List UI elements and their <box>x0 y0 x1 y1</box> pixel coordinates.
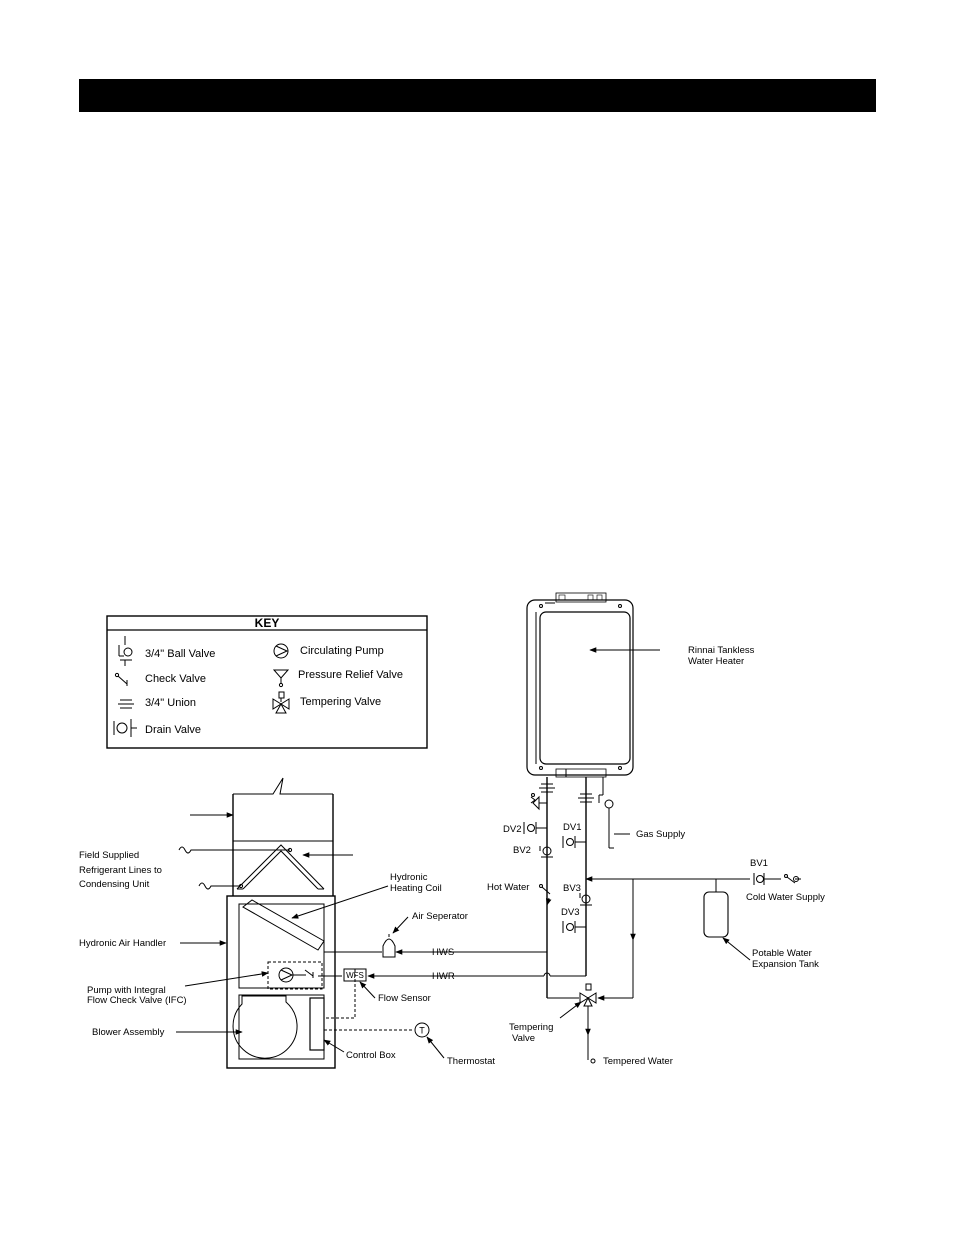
key-circulating-pump-label: Circulating Pump <box>300 645 384 657</box>
air-separator-label: Air Seperator <box>412 911 468 922</box>
cold-water-line <box>558 777 594 977</box>
thermostat-symbol: T <box>419 1026 425 1036</box>
tempering-valve <box>547 983 597 1064</box>
dv3-label: DV3 <box>561 907 579 918</box>
ball-valve-icon <box>118 636 133 666</box>
hot-water-line <box>523 777 555 998</box>
tempering-valve-label-line2: Valve <box>512 1033 535 1044</box>
pump-label-line1: Pump with Integral <box>87 985 166 996</box>
heater-label-line2: Water Heater <box>688 656 744 667</box>
field-supplied-label-line2: Refrigerant Lines to <box>79 865 162 876</box>
header-bar <box>79 79 876 112</box>
expansion-tank <box>703 891 729 938</box>
key-union-label: 3/4" Union <box>145 697 196 709</box>
key-title: KEY <box>255 616 280 630</box>
union-icon <box>118 699 134 709</box>
gas-supply-line <box>598 777 630 849</box>
air-handler <box>226 777 336 1069</box>
cold-water-supply-line <box>585 873 801 1001</box>
bv3-label: BV3 <box>563 883 581 894</box>
bv1-label: BV1 <box>750 858 768 869</box>
gas-supply-label: Gas Supply <box>636 829 685 840</box>
pressure-relief-valve-icon <box>272 669 290 688</box>
flow-sensor-label: Flow Sensor <box>378 993 431 1004</box>
control-box-label: Control Box <box>346 1050 396 1061</box>
heater-label-line1: Rinnai Tankless <box>688 645 755 656</box>
key-pressure-relief-valve-label: Pressure Relief Valve <box>298 669 403 681</box>
dv1-label: DV1 <box>563 822 581 833</box>
hot-water-label: Hot Water <box>487 882 529 893</box>
expansion-tank-label-line1: Potable Water <box>752 948 812 959</box>
dv2-label: DV2 <box>503 824 521 835</box>
hydronic-coil-label-line2: Heating Coil <box>390 883 442 894</box>
hydronic-coil-label-line1: Hydronic <box>390 872 428 883</box>
hwr-label: HWR <box>432 971 455 982</box>
key-box: KEY 3/4" Ball Valve Check Valve 3/4" Uni… <box>106 615 428 749</box>
tankless-water-heater <box>526 592 634 778</box>
thermostat: T <box>414 1022 430 1038</box>
hws-label: HWS <box>432 947 454 958</box>
check-valve-icon <box>114 672 128 686</box>
blower-label: Blower Assembly <box>92 1027 165 1038</box>
field-supplied-label-line1: Field Supplied <box>79 850 139 861</box>
expansion-tank-label-line2: Expansion Tank <box>752 959 819 970</box>
thermostat-label: Thermostat <box>447 1056 495 1067</box>
key-ball-valve-label: 3/4" Ball Valve <box>145 648 215 660</box>
tempering-valve-label-line1: Tempering <box>509 1022 553 1033</box>
circulating-pump-icon <box>273 643 289 659</box>
air-handler-label: Hydronic Air Handler <box>79 938 166 949</box>
field-supplied-label-line3: Condensing Unit <box>79 879 150 890</box>
tempering-valve-icon <box>272 691 290 714</box>
pump-label-line2: Flow Check Valve (IFC) <box>87 995 187 1006</box>
tempered-water-label: Tempered Water <box>603 1056 673 1067</box>
key-check-valve-label: Check Valve <box>145 673 206 685</box>
cold-water-supply-label: Cold Water Supply <box>746 892 825 903</box>
bv2-label: BV2 <box>513 845 531 856</box>
air-separator <box>382 934 396 958</box>
key-drain-valve-label: Drain Valve <box>145 724 201 736</box>
key-tempering-valve-label: Tempering Valve <box>300 696 381 708</box>
drain-valve-icon <box>113 719 137 737</box>
